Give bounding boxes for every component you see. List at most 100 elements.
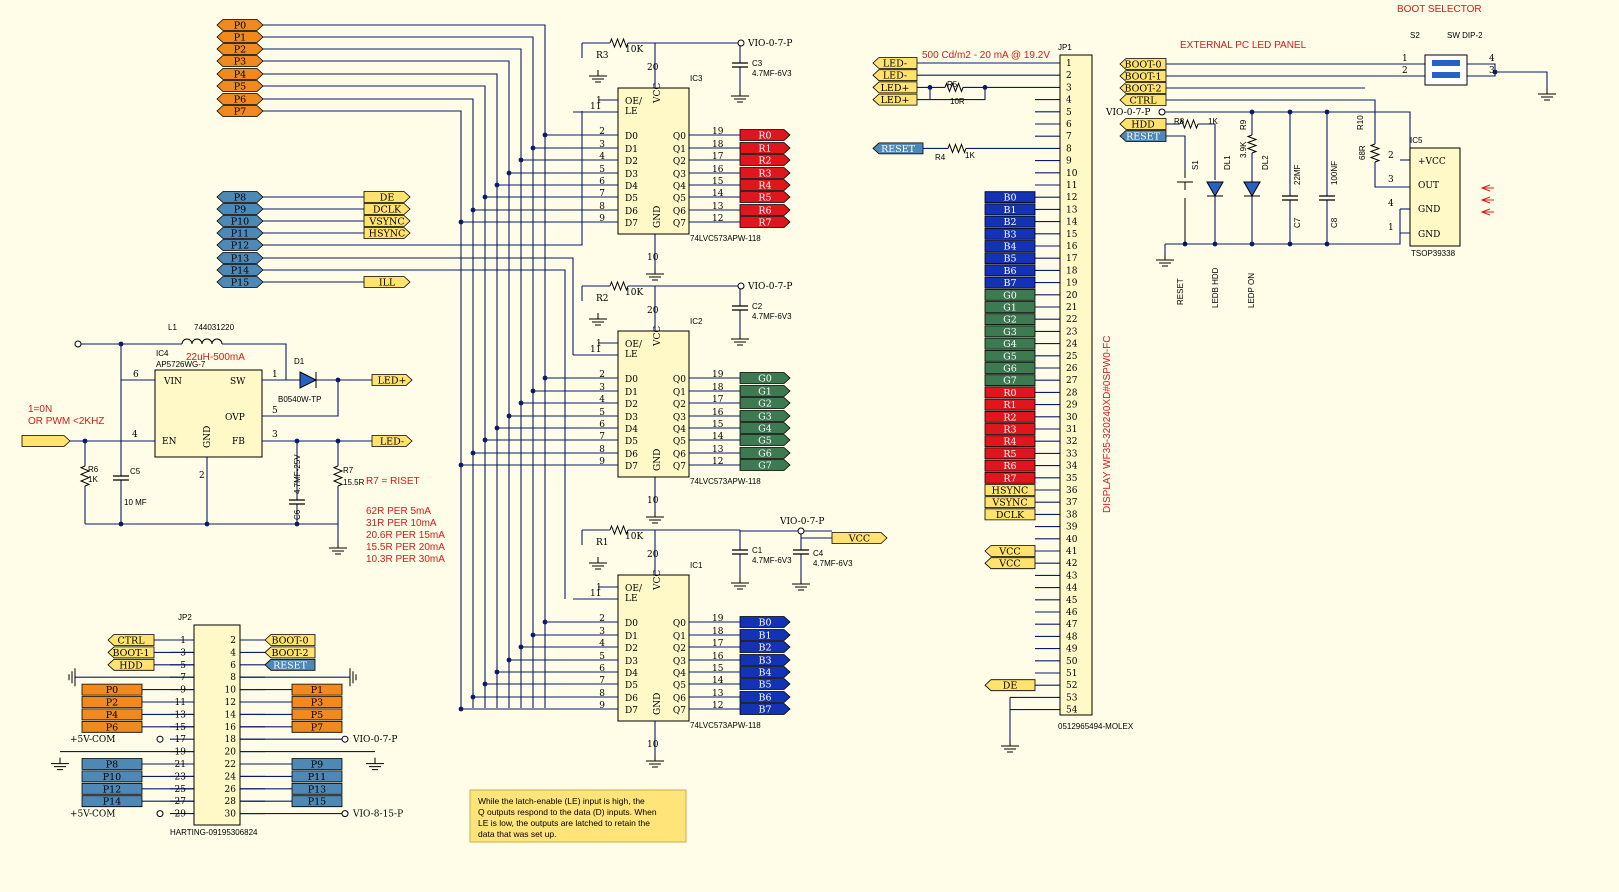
latch-out-tag-G7[interactable]: G7 bbox=[739, 459, 791, 472]
led-plus-tag[interactable]: LED+ bbox=[371, 374, 413, 387]
jp1-reset-tag[interactable]: RESET bbox=[872, 142, 924, 155]
jp1-bus-tag-R2[interactable]: R2 bbox=[984, 410, 1036, 423]
latch-out-tag-B5[interactable]: B5 bbox=[739, 678, 791, 691]
jp1-bus-tag-G0[interactable]: G0 bbox=[984, 288, 1036, 301]
jp1-led-tag-3[interactable]: LED+ bbox=[872, 93, 918, 106]
latch-out-tag-G3[interactable]: G3 bbox=[739, 410, 791, 423]
jp2-tag-P3[interactable]: P3 bbox=[291, 696, 343, 709]
boot-tag-BOOT-2[interactable]: BOOT-2 bbox=[1119, 82, 1167, 95]
jp1-bus-tag-B6[interactable]: B6 bbox=[984, 264, 1036, 277]
jp1-de-tag[interactable]: DE bbox=[984, 679, 1036, 692]
latch-out-tag-B2[interactable]: B2 bbox=[739, 641, 791, 654]
jp2-tag-P10[interactable]: P10 bbox=[81, 770, 143, 783]
jp1-bus-tag-B3[interactable]: B3 bbox=[984, 227, 1036, 240]
bus-tag-P11[interactable]: P11 bbox=[216, 227, 264, 240]
bus-tag-P6[interactable]: P6 bbox=[216, 93, 264, 106]
latch-out-tag-G1[interactable]: G1 bbox=[739, 385, 791, 398]
pcled-reset-tag[interactable]: RESET bbox=[1119, 130, 1167, 143]
bus-tag-P15[interactable]: P15 bbox=[216, 276, 264, 289]
jp1-bus-tag-R1[interactable]: R1 bbox=[984, 398, 1036, 411]
hdd-tag[interactable]: HDD bbox=[1119, 118, 1167, 131]
latch-out-tag-R5[interactable]: R5 bbox=[739, 191, 791, 204]
latch-out-tag-R3[interactable]: R3 bbox=[739, 167, 791, 180]
jp1-bus-tag-G1[interactable]: G1 bbox=[984, 301, 1036, 314]
bus-tag-P12[interactable]: P12 bbox=[216, 239, 264, 252]
jp1-vcc-tag-0[interactable]: VCC bbox=[984, 545, 1036, 558]
sync-tag-DCLK[interactable]: DCLK bbox=[363, 203, 411, 216]
jp1-bus-tag-HSYNC[interactable]: HSYNC bbox=[984, 484, 1036, 497]
latch-out-tag-R4[interactable]: R4 bbox=[739, 179, 791, 192]
jp2-tag-P9[interactable]: P9 bbox=[291, 758, 343, 771]
ctrl-tag[interactable]: CTRL bbox=[1119, 94, 1167, 107]
bus-tag-P1[interactable]: P1 bbox=[216, 31, 264, 44]
latch-out-tag-G0[interactable]: G0 bbox=[739, 372, 791, 385]
latch-out-tag-R7[interactable]: R7 bbox=[739, 216, 791, 229]
jp1-bus-tag-G6[interactable]: G6 bbox=[984, 362, 1036, 375]
jp1-bus-tag-B7[interactable]: B7 bbox=[984, 276, 1036, 289]
bus-tag-P5[interactable]: P5 bbox=[216, 80, 264, 93]
latch-out-tag-B3[interactable]: B3 bbox=[739, 654, 791, 667]
jp2-right-tag-BOOT-2[interactable]: BOOT-2 bbox=[264, 646, 316, 659]
latch-out-tag-B1[interactable]: B1 bbox=[739, 629, 791, 642]
jp1-bus-tag-G2[interactable]: G2 bbox=[984, 313, 1036, 326]
boot-tag-BOOT-1[interactable]: BOOT-1 bbox=[1119, 70, 1167, 83]
jp2-tag-P8[interactable]: P8 bbox=[81, 758, 143, 771]
jp1-vcc-tag-1[interactable]: VCC bbox=[984, 557, 1036, 570]
bus-tag-P10[interactable]: P10 bbox=[216, 215, 264, 228]
latch-out-tag-R1[interactable]: R1 bbox=[739, 142, 791, 155]
ill-tag[interactable]: ILL bbox=[363, 276, 411, 289]
jp2-left-tag-BOOT-1[interactable]: BOOT-1 bbox=[107, 646, 155, 659]
jp1-led-tag-0[interactable]: LED- bbox=[872, 57, 918, 70]
jp2-tag-P6[interactable]: P6 bbox=[81, 720, 143, 733]
jp1-bus-tag-G5[interactable]: G5 bbox=[984, 349, 1036, 362]
bus-tag-P13[interactable]: P13 bbox=[216, 252, 264, 265]
jp1-bus-tag-B1[interactable]: B1 bbox=[984, 203, 1036, 216]
bus-tag-P3[interactable]: P3 bbox=[216, 55, 264, 68]
jp2-left-tag-HDD[interactable]: HDD bbox=[107, 658, 155, 671]
jp2-tag-P12[interactable]: P12 bbox=[81, 782, 143, 795]
latch-out-tag-G5[interactable]: G5 bbox=[739, 434, 791, 447]
jp1-bus-tag-R0[interactable]: R0 bbox=[984, 386, 1036, 399]
jp2-tag-P0[interactable]: P0 bbox=[81, 683, 143, 696]
bus-tag-P7[interactable]: P7 bbox=[216, 105, 264, 118]
latch-out-tag-B4[interactable]: B4 bbox=[739, 666, 791, 679]
jp2-tag-P15[interactable]: P15 bbox=[291, 795, 343, 808]
vcc-tag[interactable]: VCC bbox=[831, 532, 888, 545]
jp1-bus-tag-R3[interactable]: R3 bbox=[984, 423, 1036, 436]
latch-out-tag-G2[interactable]: G2 bbox=[739, 397, 791, 410]
bus-tag-P2[interactable]: P2 bbox=[216, 43, 264, 56]
bus-tag-P4[interactable]: P4 bbox=[216, 68, 264, 81]
latch-out-tag-R2[interactable]: R2 bbox=[739, 154, 791, 167]
ill-driver-tag[interactable] bbox=[21, 435, 71, 447]
led-minus-tag[interactable]: LED- bbox=[371, 435, 413, 448]
jp2-tag-P5[interactable]: P5 bbox=[291, 708, 343, 721]
jp1-led-tag-1[interactable]: LED- bbox=[872, 69, 918, 82]
jp1-bus-tag-R6[interactable]: R6 bbox=[984, 459, 1036, 472]
jp1-bus-tag-R5[interactable]: R5 bbox=[984, 447, 1036, 460]
sync-tag-DE[interactable]: DE bbox=[363, 191, 411, 204]
latch-out-tag-B7[interactable]: B7 bbox=[739, 703, 791, 716]
boot-tag-BOOT-0[interactable]: BOOT-0 bbox=[1119, 58, 1167, 71]
sync-tag-HSYNC[interactable]: HSYNC bbox=[363, 227, 411, 240]
jp2-tag-P13[interactable]: P13 bbox=[291, 782, 343, 795]
jp2-right-tag-BOOT-0[interactable]: BOOT-0 bbox=[264, 634, 316, 647]
latch-out-tag-G4[interactable]: G4 bbox=[739, 422, 791, 435]
jp1-bus-tag-B2[interactable]: B2 bbox=[984, 215, 1036, 228]
bus-tag-P0[interactable]: P0 bbox=[216, 19, 264, 32]
latch-out-tag-R0[interactable]: R0 bbox=[739, 129, 791, 142]
latch-out-tag-R6[interactable]: R6 bbox=[739, 204, 791, 217]
jp1-bus-tag-B0[interactable]: B0 bbox=[984, 191, 1036, 204]
latch-out-tag-B6[interactable]: B6 bbox=[739, 691, 791, 704]
jp1-bus-tag-R7[interactable]: R7 bbox=[984, 471, 1036, 484]
latch-out-tag-B0[interactable]: B0 bbox=[739, 616, 791, 629]
bus-tag-P9[interactable]: P9 bbox=[216, 203, 264, 216]
jp2-tag-P7[interactable]: P7 bbox=[291, 720, 343, 733]
jp1-bus-tag-B5[interactable]: B5 bbox=[984, 252, 1036, 265]
sync-tag-VSYNC[interactable]: VSYNC bbox=[363, 215, 411, 228]
jp2-tag-P14[interactable]: P14 bbox=[81, 795, 143, 808]
jp1-bus-tag-DCLK[interactable]: DCLK bbox=[984, 508, 1036, 521]
jp2-tag-P11[interactable]: P11 bbox=[291, 770, 343, 783]
jp2-tag-P2[interactable]: P2 bbox=[81, 696, 143, 709]
jp1-led-tag-2[interactable]: LED+ bbox=[872, 81, 918, 94]
jp1-bus-tag-R4[interactable]: R4 bbox=[984, 435, 1036, 448]
